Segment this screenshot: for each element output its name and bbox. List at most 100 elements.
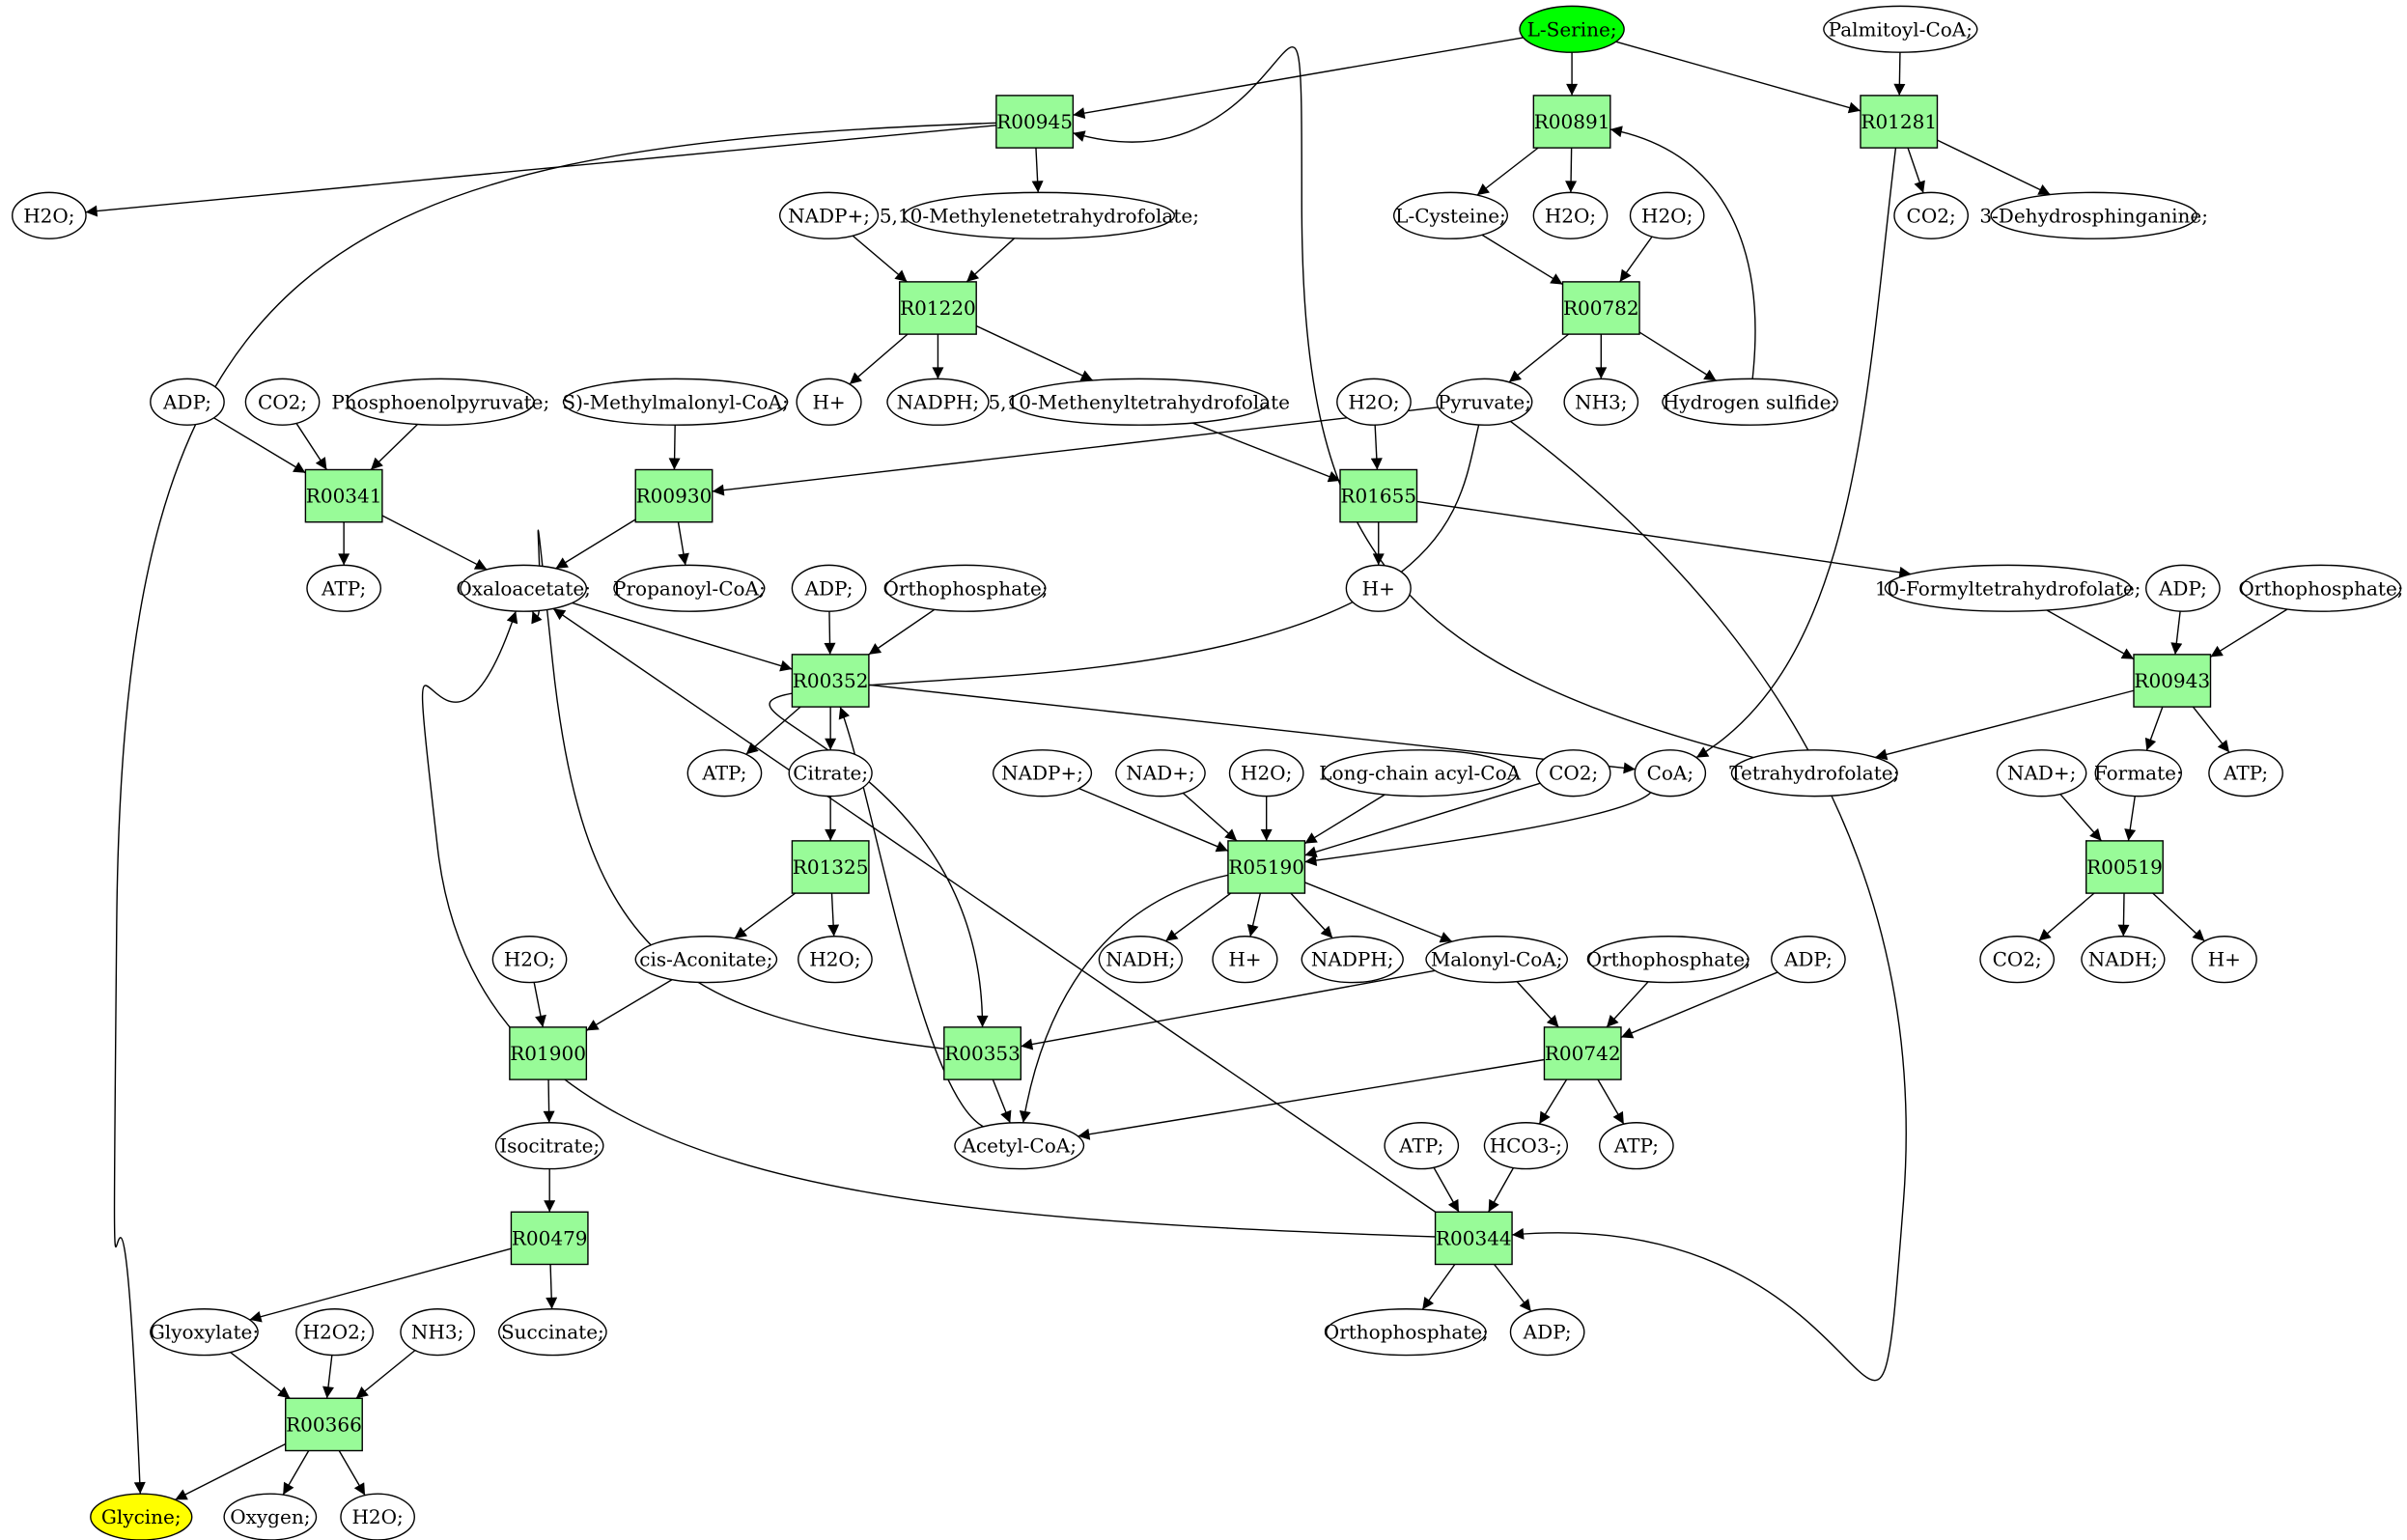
- edge-R01220-to-Methenyltetrahydrofolate: [975, 324, 1094, 381]
- compound-node-nh3-a[interactable]: NH3;: [1563, 378, 1639, 426]
- node-label: Phosphoenolpyruvate;: [331, 390, 549, 413]
- compound-node-atp-d[interactable]: ATP;: [1384, 1122, 1460, 1170]
- reaction-node-r00891[interactable]: R00891: [1532, 95, 1611, 149]
- edge-NADplus_b-to-R00519: [2059, 793, 2103, 842]
- compound-node-h2o-c[interactable]: H2O;: [1629, 191, 1705, 239]
- compound-node-nadh-a[interactable]: NADH;: [1098, 936, 1183, 984]
- compound-node-hplus-a[interactable]: H+: [796, 378, 862, 426]
- compound-node-nadpplus-b[interactable]: NADP+;: [992, 749, 1093, 798]
- reaction-node-r01655[interactable]: R01655: [1339, 468, 1418, 523]
- compound-node-palmitoyl-coa[interactable]: Palmitoyl-CoA;: [1823, 5, 1978, 53]
- reaction-node-r00943[interactable]: R00943: [2133, 654, 2212, 708]
- compound-node-cis-aconitate[interactable]: cis-Aconitate;: [634, 936, 778, 984]
- compound-ellipse: [1228, 749, 1304, 798]
- compound-node-oxygen[interactable]: Oxygen;: [223, 1493, 318, 1540]
- compound-node-h2o-a[interactable]: H2O;: [12, 191, 87, 239]
- compound-node-adp-a[interactable]: ADP;: [150, 378, 225, 426]
- compound-node-nadplus-a[interactable]: NAD+;: [1115, 749, 1206, 798]
- compound-node-co2-c[interactable]: CO2;: [1535, 749, 1611, 798]
- compound-node-orthophosphate-a[interactable]: Orthophosphate;: [882, 564, 1049, 612]
- compound-ellipse: [903, 191, 1175, 239]
- reaction-node-r00479[interactable]: R00479: [510, 1211, 589, 1266]
- compound-node-h2o-g[interactable]: H2O;: [798, 936, 873, 984]
- reaction-node-r00930[interactable]: R00930: [634, 468, 714, 523]
- reaction-node-r00519[interactable]: R00519: [2085, 840, 2164, 894]
- compound-node-phosphoenolpyruvate[interactable]: Phosphoenolpyruvate;: [331, 378, 549, 426]
- compound-node-nadpplus-a[interactable]: NADP+;: [778, 191, 880, 239]
- edge-H2O_f-to-R01900: [533, 982, 546, 1027]
- compound-node-hydrogen-sulfide[interactable]: Hydrogen sulfide;: [1662, 378, 1838, 426]
- compound-node-orthophosphate-d[interactable]: Orthophosphate;: [1324, 1308, 1489, 1357]
- reaction-node-r00352[interactable]: R00352: [791, 654, 870, 708]
- compound-node-formyltetrahydrofolate[interactable]: 10-Formyltetrahydrofolate;: [1875, 564, 2141, 612]
- reaction-node-r01220[interactable]: R01220: [898, 281, 977, 335]
- reaction-node-r00742[interactable]: R00742: [1543, 1026, 1622, 1080]
- compound-node-hplus-d[interactable]: H+: [2191, 936, 2257, 984]
- compound-node-nadph-b[interactable]: NADPH;: [1301, 936, 1404, 984]
- compound-node-oxaloacetate[interactable]: Oxaloacetate;: [456, 564, 591, 612]
- compound-node-long-chain-acyl-coa[interactable]: Long-chain acyl-CoA: [1319, 749, 1522, 798]
- compound-node-formate[interactable]: Formate;: [2094, 749, 2183, 798]
- reaction-node-r01325[interactable]: R01325: [791, 840, 870, 894]
- compound-node-h2o-e[interactable]: H2O;: [1228, 749, 1304, 798]
- compound-node-tetrahydrofolate[interactable]: Tetrahydrofolate;: [1729, 749, 1899, 798]
- compound-node-adp-e[interactable]: ADP;: [1509, 1308, 1585, 1357]
- compound-node-atp-e[interactable]: ATP;: [1599, 1122, 1674, 1170]
- reaction-node-r00353[interactable]: R00353: [943, 1026, 1022, 1080]
- compound-node-hplus-b[interactable]: H+: [1345, 564, 1412, 612]
- compound-node-nadh-b[interactable]: NADH;: [2081, 936, 2166, 984]
- compound-node-nadplus-b[interactable]: NAD+;: [1996, 749, 2087, 798]
- compound-node-glyoxylate[interactable]: Glyoxylate;: [150, 1308, 259, 1357]
- compound-node-propanoyl-coa[interactable]: Propanoyl-CoA;: [613, 564, 766, 612]
- node-label: Succinate;: [501, 1321, 604, 1344]
- compound-node-hco3[interactable]: HCO3-;: [1483, 1122, 1569, 1170]
- compound-node-glycine[interactable]: Glycine;: [90, 1493, 193, 1540]
- compound-node-methylmalonyl-coa[interactable]: S)-Methylmalonyl-CoA;: [562, 378, 789, 426]
- edge-R05190-to-Malonyl_CoA: [1304, 882, 1453, 943]
- compound-node-orthophosphate-c[interactable]: Orthophosphate;: [1586, 936, 1751, 984]
- compound-node-isocitrate[interactable]: Isocitrate;: [494, 1122, 604, 1170]
- compound-node-co2-a[interactable]: CO2;: [1893, 191, 1969, 239]
- compound-node-h2o-d[interactable]: H2O;: [1336, 378, 1412, 426]
- compound-node-methenyltetrahydrofolate[interactable]: 5,10-Methenyltetrahydrofolate: [988, 378, 1290, 426]
- compound-node-citrate[interactable]: Citrate;: [788, 749, 873, 798]
- compound-node-atp-b[interactable]: ATP;: [686, 749, 763, 798]
- reaction-node-r00341[interactable]: R00341: [304, 468, 383, 523]
- compound-node-co2-d[interactable]: CO2;: [1979, 936, 2056, 984]
- compound-node-nh3-b[interactable]: NH3;: [400, 1308, 475, 1357]
- compound-node-h2o2[interactable]: H2O2;: [295, 1308, 375, 1357]
- compound-node-adp-d[interactable]: ADP;: [1771, 936, 1846, 984]
- compound-node-coa[interactable]: CoA;: [1634, 749, 1707, 798]
- compound-node-orthophosphate-b[interactable]: Orthophosphate;: [2238, 564, 2404, 612]
- compound-node-atp-c[interactable]: ATP;: [2208, 749, 2283, 798]
- compound-node-hplus-c[interactable]: H+: [1212, 936, 1278, 984]
- compound-node-h2o-h[interactable]: H2O;: [340, 1493, 415, 1540]
- compound-node-succinate[interactable]: Succinate;: [498, 1308, 607, 1357]
- compound-ellipse: [2191, 936, 2257, 984]
- compound-node-h2o-b[interactable]: H2O;: [1532, 191, 1609, 239]
- compound-node-malonyl-coa[interactable]: Malonyl-CoA;: [1425, 936, 1569, 984]
- edge-R05190-to-NADPH_b: [1290, 892, 1333, 939]
- reaction-node-r05190[interactable]: R05190: [1227, 840, 1306, 894]
- edge-R00943-to-ATP_c: [2192, 706, 2230, 753]
- compound-node-adp-b[interactable]: ADP;: [791, 564, 867, 612]
- compound-node-atp-a[interactable]: ATP;: [306, 564, 382, 612]
- compound-node-acetyl-coa[interactable]: Acetyl-CoA;: [954, 1122, 1085, 1170]
- compound-node-l-cysteine[interactable]: L-Cysteine;: [1392, 191, 1509, 239]
- reaction-node-r00782[interactable]: R00782: [1561, 281, 1640, 335]
- reaction-node-r01900[interactable]: R01900: [509, 1026, 588, 1080]
- reaction-node-r00945[interactable]: R00945: [995, 95, 1075, 149]
- compound-node-nadph-a[interactable]: NADPH;: [886, 378, 990, 426]
- compound-ellipse: [1532, 191, 1609, 239]
- compound-node-h2o-f[interactable]: H2O;: [491, 936, 568, 984]
- compound-node-methylenetetrahydrofolate[interactable]: 5,10-Methylenetetrahydrofolate;: [880, 191, 1199, 239]
- reaction-node-r00344[interactable]: R00344: [1434, 1211, 1513, 1266]
- node-label: CoA;: [1647, 762, 1694, 785]
- compound-node-pyruvate[interactable]: Pyruvate;: [1436, 378, 1533, 426]
- compound-node-co2-b[interactable]: CO2;: [244, 378, 321, 426]
- compound-node-dehydrosphinganine[interactable]: 3-Dehydrosphinganine;: [1979, 191, 2208, 239]
- compound-node-l-serine[interactable]: L-Serine;: [1519, 5, 1625, 53]
- reaction-node-r00366[interactable]: R00366: [285, 1397, 363, 1452]
- reaction-node-r01281[interactable]: R01281: [1860, 95, 1939, 149]
- compound-node-adp-c[interactable]: ADP;: [2145, 564, 2221, 612]
